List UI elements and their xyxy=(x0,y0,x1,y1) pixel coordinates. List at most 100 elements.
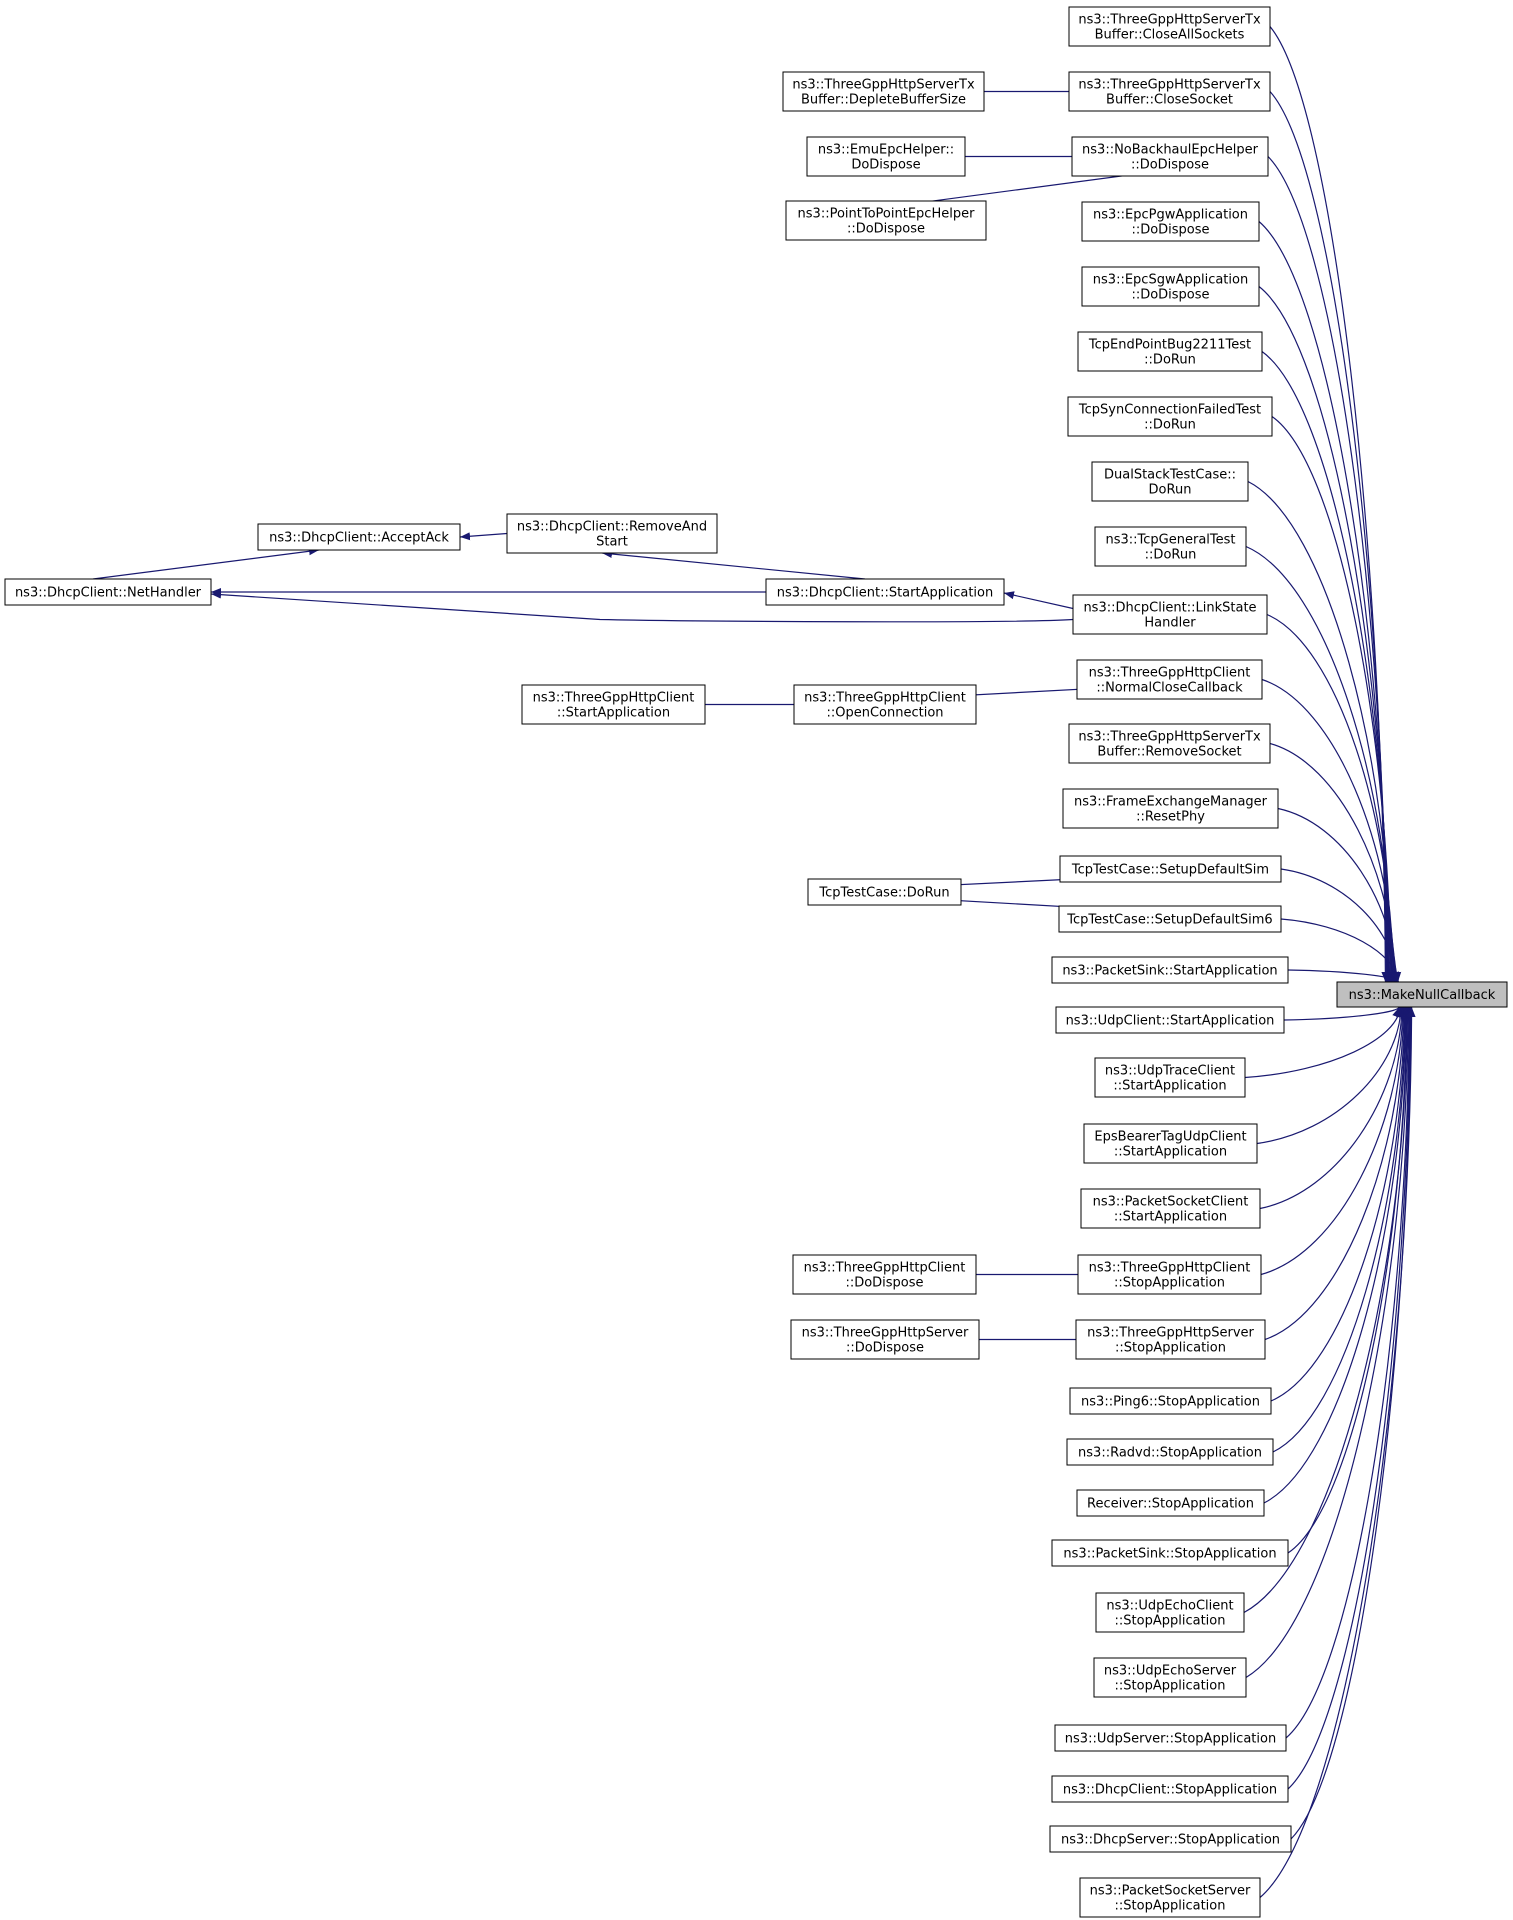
node-sgw[interactable]: ns3::EpcSgwApplication::DoDispose xyxy=(1081,266,1260,307)
node-tcpsyn[interactable]: TcpSynConnectionFailedTest::DoRun xyxy=(1067,396,1273,437)
node-label-line: Buffer::RemoveSocket xyxy=(1097,745,1241,760)
node-box xyxy=(1081,201,1260,242)
node-removesock[interactable]: ns3::ThreeGppHttpServerTxBuffer::RemoveS… xyxy=(1068,723,1271,764)
node-epsbearer[interactable]: EpsBearerTagUdpClient::StartApplication xyxy=(1083,1123,1258,1164)
node-label-line: ::DoDispose xyxy=(847,222,925,237)
node-label-line: TcpTestCase::SetupDefaultSim xyxy=(1071,863,1269,878)
node-label-line: DualStackTestCase:: xyxy=(1104,468,1236,483)
node-openconn[interactable]: ns3::ThreeGppHttpClient::OpenConnection xyxy=(793,684,977,725)
node-httpsstop[interactable]: ns3::ThreeGppHttpServer::StopApplication xyxy=(1075,1319,1266,1360)
edge-echoclient-to-mnc xyxy=(1243,1006,1412,1614)
node-box xyxy=(1051,1539,1289,1567)
node-box xyxy=(1094,526,1247,567)
node-close_sock[interactable]: ns3::ThreeGppHttpServerTxBuffer::CloseSo… xyxy=(1068,71,1271,112)
edge-resetphy-to-mnc xyxy=(1277,807,1401,983)
node-pgw[interactable]: ns3::EpcPgwApplication::DoDispose xyxy=(1081,201,1260,242)
node-box xyxy=(765,578,1005,606)
node-nethandler[interactable]: ns3::DhcpClient::NetHandler xyxy=(4,578,212,606)
node-acceptack[interactable]: ns3::DhcpClient::AcceptAck xyxy=(257,523,461,551)
node-label-line: ns3::PointToPointEpcHelper xyxy=(798,207,976,222)
node-label-line: ::DoRun xyxy=(1144,418,1196,433)
node-label-line: ns3::Ping6::StopApplication xyxy=(1081,1395,1260,1410)
node-label-line: ::DoDispose xyxy=(846,1341,924,1356)
edge-removesock-to-mnc xyxy=(1269,742,1400,983)
node-label-line: ns3::TcpGeneralTest xyxy=(1105,533,1235,548)
node-tcpgeneral[interactable]: ns3::TcpGeneralTest::DoRun xyxy=(1094,526,1247,567)
node-label-line: ::DoDispose xyxy=(1131,158,1209,173)
node-box xyxy=(1093,1657,1247,1698)
node-normalclose[interactable]: ns3::ThreeGppHttpClient::NormalCloseCall… xyxy=(1076,659,1263,700)
node-box xyxy=(1083,1123,1258,1164)
node-dhcpcstop[interactable]: ns3::DhcpClient::StopApplication xyxy=(1051,1775,1289,1803)
node-psockclient[interactable]: ns3::PacketSocketClient::StartApplicatio… xyxy=(1080,1188,1261,1229)
node-box xyxy=(1049,1825,1292,1853)
node-label-line: ns3::Radvd::StopApplication xyxy=(1078,1446,1262,1461)
edge-psockclient-to-mnc xyxy=(1259,1006,1406,1210)
node-echoserver[interactable]: ns3::UdpEchoServer::StopApplication xyxy=(1093,1657,1247,1698)
node-udpserver[interactable]: ns3::UdpServer::StopApplication xyxy=(1054,1724,1287,1752)
node-emu[interactable]: ns3::EmuEpcHelper::DoDispose xyxy=(806,136,966,177)
node-label-line: ns3::ThreeGppHttpServerTx xyxy=(792,78,975,93)
node-box xyxy=(1068,71,1271,112)
edge-dhcpstart-to-removeand xyxy=(601,550,866,580)
node-psinkstop[interactable]: ns3::PacketSink::StopApplication xyxy=(1051,1539,1289,1567)
edge-linkstate-to-nethandler xyxy=(210,590,1074,623)
node-httpsdisp[interactable]: ns3::ThreeGppHttpServer::DoDispose xyxy=(790,1319,980,1360)
node-udpcstart[interactable]: ns3::UdpClient::StartApplication xyxy=(1055,1006,1285,1034)
node-label-line: DoRun xyxy=(1149,483,1192,498)
node-dhcpstart[interactable]: ns3::DhcpClient::StartApplication xyxy=(765,578,1005,606)
node-httpcstart[interactable]: ns3::ThreeGppHttpClient::StartApplicatio… xyxy=(521,684,706,725)
node-box xyxy=(1075,1319,1266,1360)
node-httpcstop[interactable]: ns3::ThreeGppHttpClient::StopApplication xyxy=(1077,1254,1262,1295)
node-httpcdisp[interactable]: ns3::ThreeGppHttpClient::DoDispose xyxy=(792,1254,977,1295)
node-close_all[interactable]: ns3::ThreeGppHttpServerTxBuffer::CloseAl… xyxy=(1068,6,1271,47)
node-label-line: TcpSynConnectionFailedTest xyxy=(1078,403,1261,418)
node-setupsim6[interactable]: TcpTestCase::SetupDefaultSim6 xyxy=(1058,905,1282,933)
node-radvd[interactable]: ns3::Radvd::StopApplication xyxy=(1066,1438,1274,1466)
node-label-line: ns3::PacketSink::StopApplication xyxy=(1063,1547,1276,1562)
node-psinkstart[interactable]: ns3::PacketSink::StartApplication xyxy=(1051,956,1289,984)
node-box xyxy=(806,136,966,177)
node-ping6[interactable]: ns3::Ping6::StopApplication xyxy=(1069,1387,1272,1415)
node-box xyxy=(1079,1877,1261,1918)
node-label-line: Receiver::StopApplication xyxy=(1087,1497,1254,1512)
node-label-line: ::NormalCloseCallback xyxy=(1096,681,1243,696)
node-receiver[interactable]: Receiver::StopApplication xyxy=(1076,1489,1265,1517)
node-label-line: Buffer::CloseSocket xyxy=(1106,93,1233,108)
node-udptrace[interactable]: ns3::UdpTraceClient::StartApplication xyxy=(1094,1057,1246,1098)
node-tcptcdorun[interactable]: TcpTestCase::DoRun xyxy=(807,878,962,906)
node-box xyxy=(790,1319,980,1360)
node-box xyxy=(506,513,718,554)
node-box xyxy=(1051,1775,1289,1803)
node-psockserver[interactable]: ns3::PacketSocketServer::StopApplication xyxy=(1079,1877,1261,1918)
edge-linkstate-to-mnc xyxy=(1266,613,1398,983)
target-node[interactable]: ns3::MakeNullCallback xyxy=(1336,981,1508,1008)
node-deplete[interactable]: ns3::ThreeGppHttpServerTxBuffer::Deplete… xyxy=(782,71,985,112)
node-echoclient[interactable]: ns3::UdpEchoClient::StopApplication xyxy=(1095,1592,1245,1633)
node-label-line: ns3::ThreeGppHttpServer xyxy=(802,1326,969,1341)
node-p2p[interactable]: ns3::PointToPointEpcHelper::DoDispose xyxy=(785,200,987,241)
node-label-line: ::DoDispose xyxy=(1131,288,1209,303)
node-dualstack[interactable]: DualStackTestCase::DoRun xyxy=(1091,461,1249,502)
node-box xyxy=(782,71,985,112)
node-box xyxy=(521,684,706,725)
edge-linkstate-to-dhcpstart xyxy=(1003,591,1074,610)
node-box xyxy=(1076,1489,1265,1517)
node-label-line: ::DoRun xyxy=(1145,548,1197,563)
node-box xyxy=(793,684,977,725)
edge-httpsstop-to-mnc xyxy=(1264,1006,1408,1341)
node-resetphy[interactable]: ns3::FrameExchangeManager::ResetPhy xyxy=(1062,788,1279,829)
edge-radvd-to-mnc xyxy=(1272,1006,1410,1453)
node-label-line: ns3::PacketSocketServer xyxy=(1090,1884,1251,1899)
node-tcpbug[interactable]: TcpEndPointBug2211Test::DoRun xyxy=(1077,331,1263,372)
node-label-line: ::StopApplication xyxy=(1115,1679,1226,1694)
edge-receiver-to-mnc xyxy=(1263,1006,1411,1504)
edge-httpcstop-to-mnc xyxy=(1260,1006,1407,1276)
node-dhcpsstop[interactable]: ns3::DhcpServer::StopApplication xyxy=(1049,1825,1292,1853)
node-label-line: Handler xyxy=(1144,616,1196,631)
node-noback[interactable]: ns3::NoBackhaulEpcHelper::DoDispose xyxy=(1071,136,1269,177)
node-setupsim[interactable]: TcpTestCase::SetupDefaultSim xyxy=(1059,855,1282,883)
